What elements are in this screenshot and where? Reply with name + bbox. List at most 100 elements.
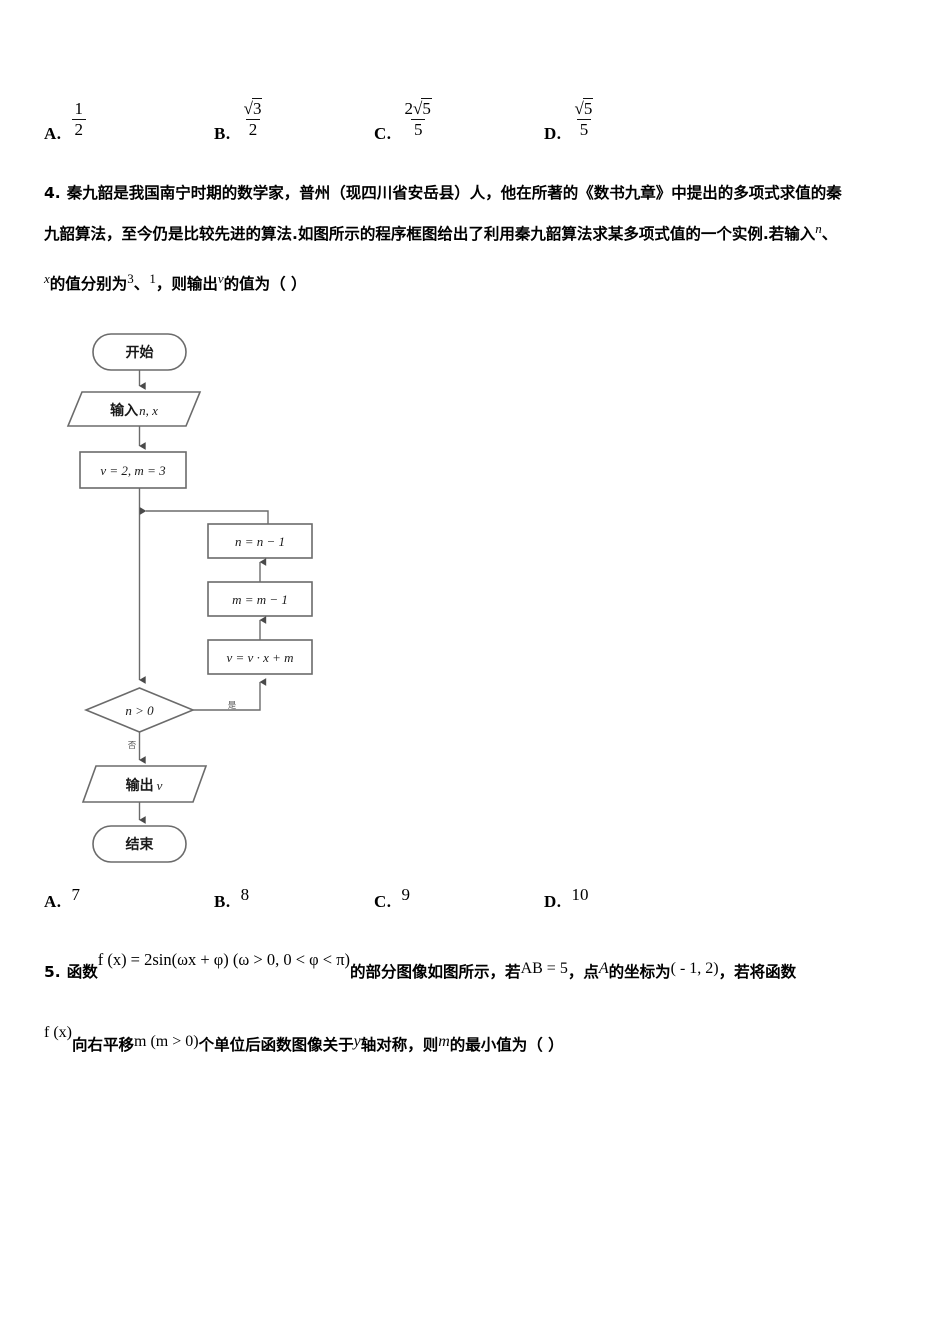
option-d-q3[interactable]: D. √5 5 [544,92,596,148]
flowchart-start-node: 开始 [92,333,187,371]
option-c-coefficient-q3: 2 [404,99,414,119]
question5-text-a: 的部分图像如图所示，若 [350,963,521,982]
option-d-denominator-q3: 5 [576,119,592,139]
option-c-label-q4: C. [374,892,392,911]
option-b-radicand-q3: 3 [251,98,263,119]
flowchart-update-v-node: v = v · x + m [207,639,313,675]
flowchart-decrement-n-node: n = n − 1 [207,523,313,559]
flowchart-input-word: 输入 [110,402,138,419]
option-a-value-q3: 1 2 [71,100,87,148]
question5-text-d: ，若将函数 [718,963,797,982]
option-d-q4[interactable]: D. 10 [544,880,589,916]
option-a-q3[interactable]: A. 1 2 [44,92,87,148]
question5-word-function: 函数 [66,963,98,982]
flowchart-no-label: 否 [128,741,137,751]
question5-fx: f (x) [44,1024,72,1041]
option-b-numerator-q3: √3 [241,98,266,119]
options-row-question4: A. 7 B. 8 C. 9 D. 10 [44,880,906,916]
question5-coordinate-a: ( - 1, 2) [670,960,719,977]
option-b-q3[interactable]: B. √3 2 [214,92,265,148]
option-b-label-q4: B. [214,892,231,911]
question4-line1: 4. 秦九韶是我国南宁时期的数学家，普州（现四川省安岳县）人，他在所著的《数书九章… [44,184,842,202]
question4-number: 4. [44,184,61,202]
option-d-label-q4: D. [544,892,562,911]
flowchart-input-label: 输入n, x [110,402,158,419]
flowchart-decision-label: n > 0 [125,703,154,718]
option-c-q3[interactable]: C. 2√5 5 [374,92,435,148]
radical-icon: √ [243,99,253,119]
question5-line2-text-c: 轴对称，则 [360,1036,439,1055]
question4-line2: 九韶算法，至今仍是比较先进的算法.如图所示的程序框图给出了利用秦九韶算法求某多项… [44,222,837,243]
flowchart-end-node: 结束 [92,825,187,863]
question5-line2-text-b: 个单位后函数图像关于 [198,1036,354,1055]
question5-point-a: A [598,960,609,977]
question5-line2-text-a: 向右平移 [71,1036,134,1055]
question5-m-variable: m [438,1033,450,1050]
flowchart-init-label: v = 2, m = 3 [100,463,166,478]
flowchart-yes-label: 是 [228,701,237,711]
option-c-numerator-q3: 2√5 [402,98,435,119]
flowchart-end-label: 结束 [126,836,155,853]
option-a-value-q4: 7 [71,885,81,904]
question5-axis-y: y [353,1033,361,1050]
flowchart-input-node: 输入n, x [66,391,202,427]
options-row-question3: A. 1 2 B. √3 2 C. 2√5 [44,92,906,148]
option-c-value-q3: 2√5 5 [402,98,435,148]
question5-number: 5. [44,963,61,982]
option-a-q4[interactable]: A. 7 [44,880,80,916]
flowchart-decrement-n-label: n = n − 1 [235,534,285,549]
question5-shift-m: m (m > 0) [134,1033,199,1050]
question5-ab-value: AB = 5 [520,960,568,977]
flow-arrow-loop-return [139,507,269,524]
question5-formula: f (x) = 2sin(ωx + φ) (ω > 0, 0 < φ < π) [97,950,351,969]
option-d-value-q4: 10 [571,885,589,904]
program-flowchart-diagram: 开始 输入n, x v = 2, m = 3 n = n − 1 [60,328,390,873]
flowchart-output-var: v [157,778,163,793]
flowchart-output-word: 输出 [126,777,154,794]
question4-value-n: 3 [127,271,134,286]
question4-value-x: 1 [149,271,156,286]
option-d-numerator-q3: √5 [572,98,597,119]
question4-var-x: x [44,271,50,286]
question5-text-c: 的坐标为 [608,963,671,982]
question4-line3-text-a: 的值分别为 [49,275,128,294]
flowchart-decrement-m-label: m = m − 1 [232,592,288,607]
option-b-label-q3: B. [214,124,231,143]
flowchart-update-v-label: v = v · x + m [227,650,294,665]
flowchart-decrement-m-node: m = m − 1 [207,581,313,617]
question4-line3-separator: 、 [133,275,150,294]
option-b-value-q4: 8 [240,885,250,904]
option-a-label-q3: A. [44,124,62,143]
flowchart-input-vars: n, x [139,403,158,418]
option-a-label-q4: A. [44,892,62,911]
question4-var-v: v [217,271,224,286]
question4-line3-text-b: ，则输出 [155,275,218,294]
question5-line2: f (x)向右平移m (m > 0)个单位后函数图像关于y轴对称，则m的最小值为… [44,1025,564,1055]
question5-line1: 5. 函数f (x) = 2sin(ωx + φ) (ω > 0, 0 < φ <… [44,951,797,982]
question4-line3-text-c: 的值为（ ） [223,275,307,294]
flowchart-decision-node: n > 0 [83,687,196,733]
question4-line2-text: 九韶算法，至今仍是比较先进的算法.如图所示的程序框图给出了利用秦九韶算法求某多项… [44,225,816,244]
question4-line2-tail: 、 [821,225,838,244]
radical-icon: √ [413,99,423,119]
radical-icon: √ [574,99,584,119]
question4-line1-text: 秦九韶是我国南宁时期的数学家，普州（现四川省安岳县）人，他在所著的《数书九章》中… [66,184,842,202]
flowchart-init-node: v = 2, m = 3 [79,451,187,489]
option-d-label-q3: D. [544,124,562,143]
option-d-value-q3: √5 5 [572,98,597,148]
option-c-radicand-q3: 5 [421,98,432,119]
option-b-q4[interactable]: B. 8 [214,880,249,916]
option-c-denominator-q3: 5 [410,119,426,139]
option-b-denominator-q3: 2 [245,119,261,139]
option-a-numerator-q3: 1 [74,99,84,119]
question5-text-b: ，点 [567,963,599,982]
option-c-label-q3: C. [374,124,392,143]
question4-var-n: n [815,221,822,236]
question4-line3: x的值分别为3、1，则输出v的值为（ ） [44,272,307,293]
option-c-value-q4: 9 [401,885,411,904]
flow-arrow-yes-branch [193,678,267,711]
option-a-denominator-q3: 2 [71,119,87,139]
option-c-q4[interactable]: C. 9 [374,880,410,916]
option-d-radicand-q3: 5 [582,98,594,119]
